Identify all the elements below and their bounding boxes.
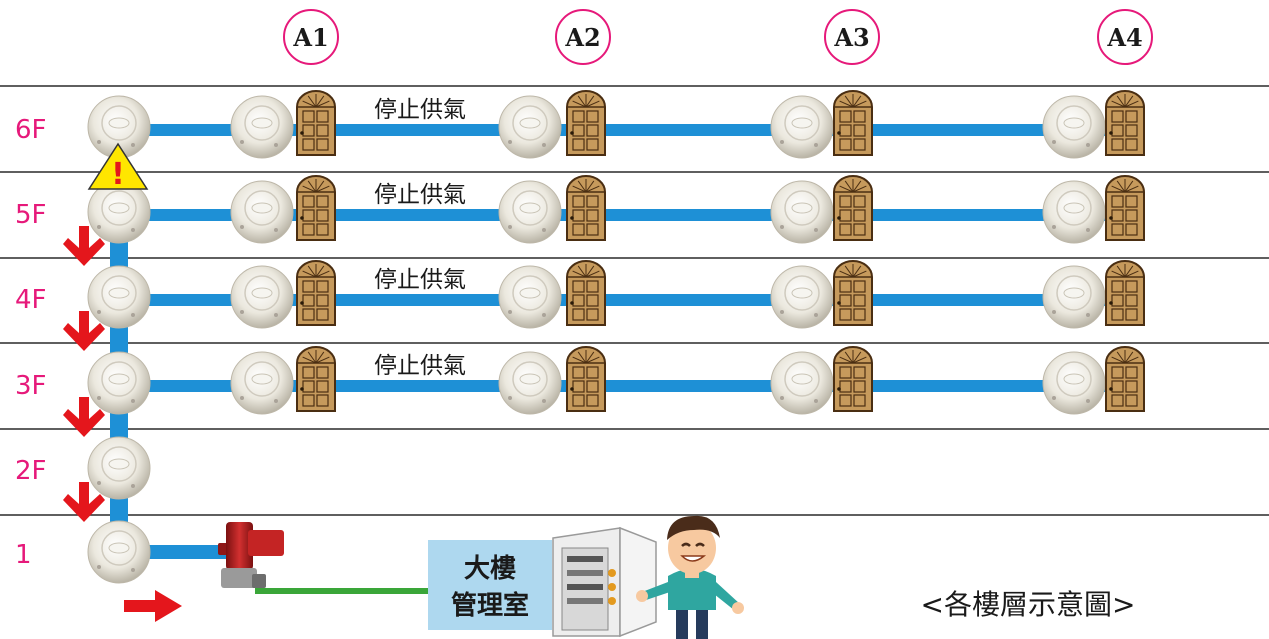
floor-label: 2F	[15, 456, 47, 486]
column-header-a4: A4	[1097, 9, 1153, 65]
smoke-detector-icon	[1042, 265, 1106, 329]
column-header-label: A1	[292, 23, 328, 52]
stop-gas-label: 停止供氣	[374, 182, 466, 208]
red-down-arrow-icon	[63, 482, 105, 522]
column-header-label: A4	[1106, 23, 1142, 52]
smoke-detector-icon	[87, 180, 151, 244]
horizontal-pipe	[119, 124, 1125, 136]
smoke-detector-icon	[770, 180, 834, 244]
door-icon	[296, 260, 336, 326]
door-icon	[566, 90, 606, 156]
door-icon	[833, 175, 873, 241]
smoke-detector-icon	[230, 95, 294, 159]
smoke-detector-icon	[1042, 180, 1106, 244]
gas-shutoff-valve-icon	[218, 522, 284, 588]
management-room: 大樓 管理室	[428, 540, 552, 630]
floor-label: 3F	[15, 371, 47, 401]
door-icon	[296, 346, 336, 412]
warning-symbol: !	[111, 157, 125, 192]
door-icon	[566, 346, 606, 412]
smoke-detector-icon	[230, 265, 294, 329]
smoke-detector-icon	[770, 351, 834, 415]
smoke-detector-icon	[87, 265, 151, 329]
column-header-label: A2	[564, 23, 600, 52]
door-icon	[833, 260, 873, 326]
smoke-detector-icon	[498, 265, 562, 329]
smoke-detector-icon	[230, 351, 294, 415]
floor-6f: 6F 停止供氣	[15, 90, 1145, 159]
smoke-detector-icon	[230, 180, 294, 244]
smoke-detector-icon	[498, 180, 562, 244]
flow-arrows	[63, 226, 105, 522]
stop-gas-label: 停止供氣	[374, 267, 466, 293]
column-header-label: A3	[833, 23, 869, 52]
column-header-circle	[824, 9, 880, 65]
management-room-line1: 大樓	[464, 553, 516, 584]
building-manager-person-icon	[636, 515, 744, 639]
floor-5f: 5F 停止供氣	[15, 175, 1145, 244]
smoke-detector-icon	[1042, 95, 1106, 159]
smoke-detector-icon	[87, 351, 151, 415]
floor-1f: 1	[15, 520, 151, 584]
door-icon	[566, 175, 606, 241]
horizontal-pipe	[119, 294, 1125, 306]
floor-label: 1	[15, 540, 32, 570]
floor-3f: 3F 停止供氣	[15, 346, 1145, 415]
door-icon	[1105, 90, 1145, 156]
red-right-arrow-icon	[124, 590, 182, 622]
column-header-circle	[555, 9, 611, 65]
floor-label: 4F	[15, 285, 47, 315]
door-icon	[833, 346, 873, 412]
column-header-a1: A1	[283, 9, 339, 65]
smoke-detector-icon	[498, 351, 562, 415]
smoke-detector-icon	[1042, 351, 1106, 415]
door-icon	[833, 90, 873, 156]
stop-gas-label: 停止供氣	[374, 97, 466, 123]
door-icon	[1105, 346, 1145, 412]
red-down-arrow-icon	[63, 226, 105, 266]
floors: 6F 停止供氣 5F 停止供氣 4F 停止供氣 3F 停止供氣 2F 1	[15, 90, 1145, 584]
caption: <各樓層示意圖>	[921, 588, 1136, 621]
column-header-circle	[283, 9, 339, 65]
horizontal-pipe	[119, 209, 1125, 221]
stop-gas-label: 停止供氣	[374, 353, 466, 379]
control-panel-icon	[552, 526, 657, 638]
door-icon	[296, 90, 336, 156]
column-header-a2: A2	[555, 9, 611, 65]
management-room-box	[428, 540, 552, 630]
smoke-detector-icon	[87, 436, 151, 500]
door-icon	[566, 260, 606, 326]
floor-4f: 4F 停止供氣	[15, 260, 1145, 329]
smoke-detector-icon	[498, 95, 562, 159]
warning-triangle-icon: !	[87, 142, 149, 192]
door-icon	[296, 175, 336, 241]
management-room-line2: 管理室	[451, 590, 529, 621]
red-down-arrow-icon	[63, 311, 105, 351]
smoke-detector-icon	[770, 265, 834, 329]
smoke-detector-icon	[770, 95, 834, 159]
floor-label: 5F	[15, 200, 47, 230]
horizontal-pipe	[119, 380, 1125, 392]
smoke-detector-icon	[87, 520, 151, 584]
floor-divider-lines	[0, 85, 1269, 516]
door-icon	[1105, 175, 1145, 241]
smoke-detector-icon	[87, 95, 151, 159]
column-headers: A1 A2 A3 A4	[283, 9, 1153, 65]
column-header-circle	[1097, 9, 1153, 65]
floor-2f: 2F	[15, 436, 151, 500]
column-header-a3: A3	[824, 9, 880, 65]
door-icon	[1105, 260, 1145, 326]
floor-label: 6F	[15, 115, 47, 145]
red-down-arrow-icon	[63, 397, 105, 437]
